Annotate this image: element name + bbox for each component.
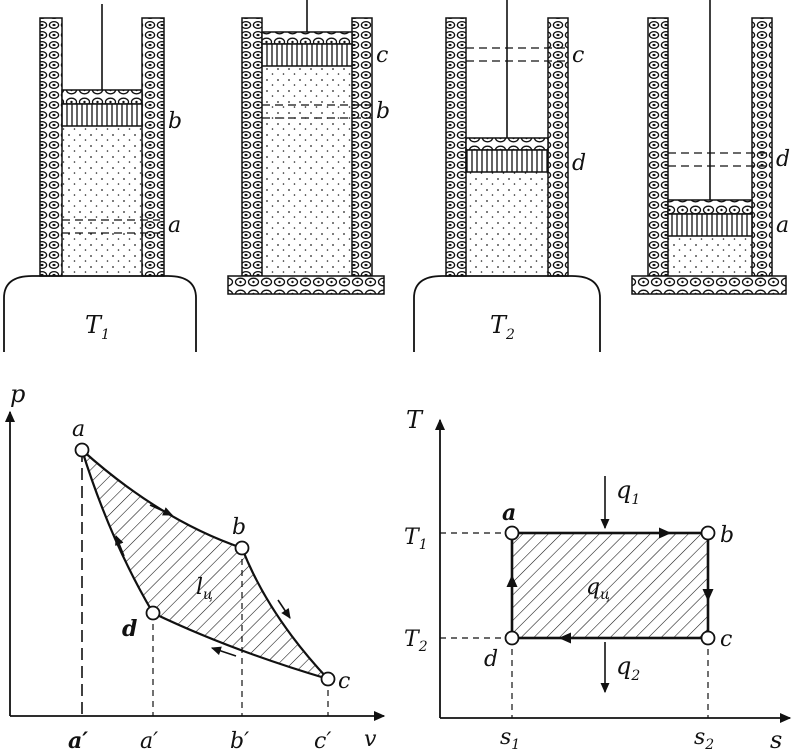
x-axis-label: s xyxy=(770,726,782,752)
piston-insulation xyxy=(667,199,753,215)
arrow-ab xyxy=(149,504,174,516)
point-d xyxy=(145,605,161,621)
wall-left xyxy=(39,17,63,277)
q1-label: q1 xyxy=(616,476,640,508)
cylinder-3: c d T2 xyxy=(413,0,601,352)
cylinder-2: c b xyxy=(227,0,390,295)
corner-d xyxy=(504,630,520,646)
ts-diagram: T s T1 T2 s1 s2 q1 q2 qц a b c d xyxy=(404,406,792,752)
work-label: lц xyxy=(196,575,213,603)
mark-c: c xyxy=(376,43,388,68)
x-axis-label: v xyxy=(364,727,377,752)
mark-a: a xyxy=(168,213,181,238)
mark-d: d xyxy=(776,147,790,172)
pv-diagram: p v a b c d lц a′ a′ b′ c′ xyxy=(4,380,386,752)
tick-T1: T1 xyxy=(404,525,428,553)
piston xyxy=(465,149,549,173)
label-b: b xyxy=(720,523,734,548)
wall-right xyxy=(751,17,773,277)
gas xyxy=(262,66,352,276)
y-axis-label: T xyxy=(406,406,424,434)
label-c: c xyxy=(338,669,350,694)
insulating-base xyxy=(631,275,787,295)
cycle-area xyxy=(79,446,332,682)
wall-right xyxy=(141,17,165,277)
mark-d: d xyxy=(572,151,586,176)
tick-s2: s2 xyxy=(694,725,714,752)
corner-c xyxy=(700,630,716,646)
wall-right xyxy=(547,17,569,277)
corner-b xyxy=(700,525,716,541)
gas xyxy=(668,236,752,276)
piston-insulation xyxy=(61,89,143,105)
cylinder-4: d a xyxy=(631,0,790,295)
mark-b: b xyxy=(168,109,182,134)
mark-c: c xyxy=(572,43,584,68)
label-a: a xyxy=(502,500,516,526)
gas xyxy=(62,126,142,276)
reservoir-T1: T1 xyxy=(85,311,110,343)
label-a: a xyxy=(72,417,85,442)
gas xyxy=(466,172,548,276)
mark-a: a xyxy=(776,213,789,238)
arrow-bc xyxy=(277,599,291,619)
piston xyxy=(261,43,353,67)
piston-insulation xyxy=(261,31,353,45)
tick-b-prime: b′ xyxy=(230,729,249,752)
mark-b: b xyxy=(376,99,390,124)
tick-T2: T2 xyxy=(404,627,428,655)
tick-c-prime: c′ xyxy=(314,729,331,752)
label-c: c xyxy=(720,627,732,652)
label-d: d xyxy=(122,616,137,642)
reservoir-T2: T2 xyxy=(490,311,515,343)
wall-left xyxy=(647,17,669,277)
arrow-da xyxy=(115,534,125,557)
qc-label: qц xyxy=(586,575,610,603)
q2-label: q2 xyxy=(616,652,640,684)
arrow-cd xyxy=(210,646,237,657)
corner-a xyxy=(504,525,520,541)
tick-d-prime: a′ xyxy=(140,729,158,752)
wall-left xyxy=(241,17,263,277)
piston-insulation xyxy=(465,137,549,151)
piston xyxy=(667,213,753,237)
label-d: d xyxy=(484,647,498,672)
y-axis-label: p xyxy=(10,380,25,408)
point-c xyxy=(320,671,336,687)
wall-right xyxy=(351,17,373,277)
point-b xyxy=(234,540,250,556)
insulating-base xyxy=(227,275,385,295)
hot-reservoir xyxy=(3,275,197,352)
wall-left xyxy=(445,17,467,277)
point-a xyxy=(74,442,90,458)
tick-s1: s1 xyxy=(500,725,520,752)
piston xyxy=(61,103,143,127)
label-b: b xyxy=(232,515,246,540)
cold-reservoir xyxy=(413,275,601,352)
cycle-area xyxy=(510,531,710,640)
cylinder-1: b a T1 xyxy=(3,4,197,352)
tick-a-prime: a′ xyxy=(68,728,88,752)
